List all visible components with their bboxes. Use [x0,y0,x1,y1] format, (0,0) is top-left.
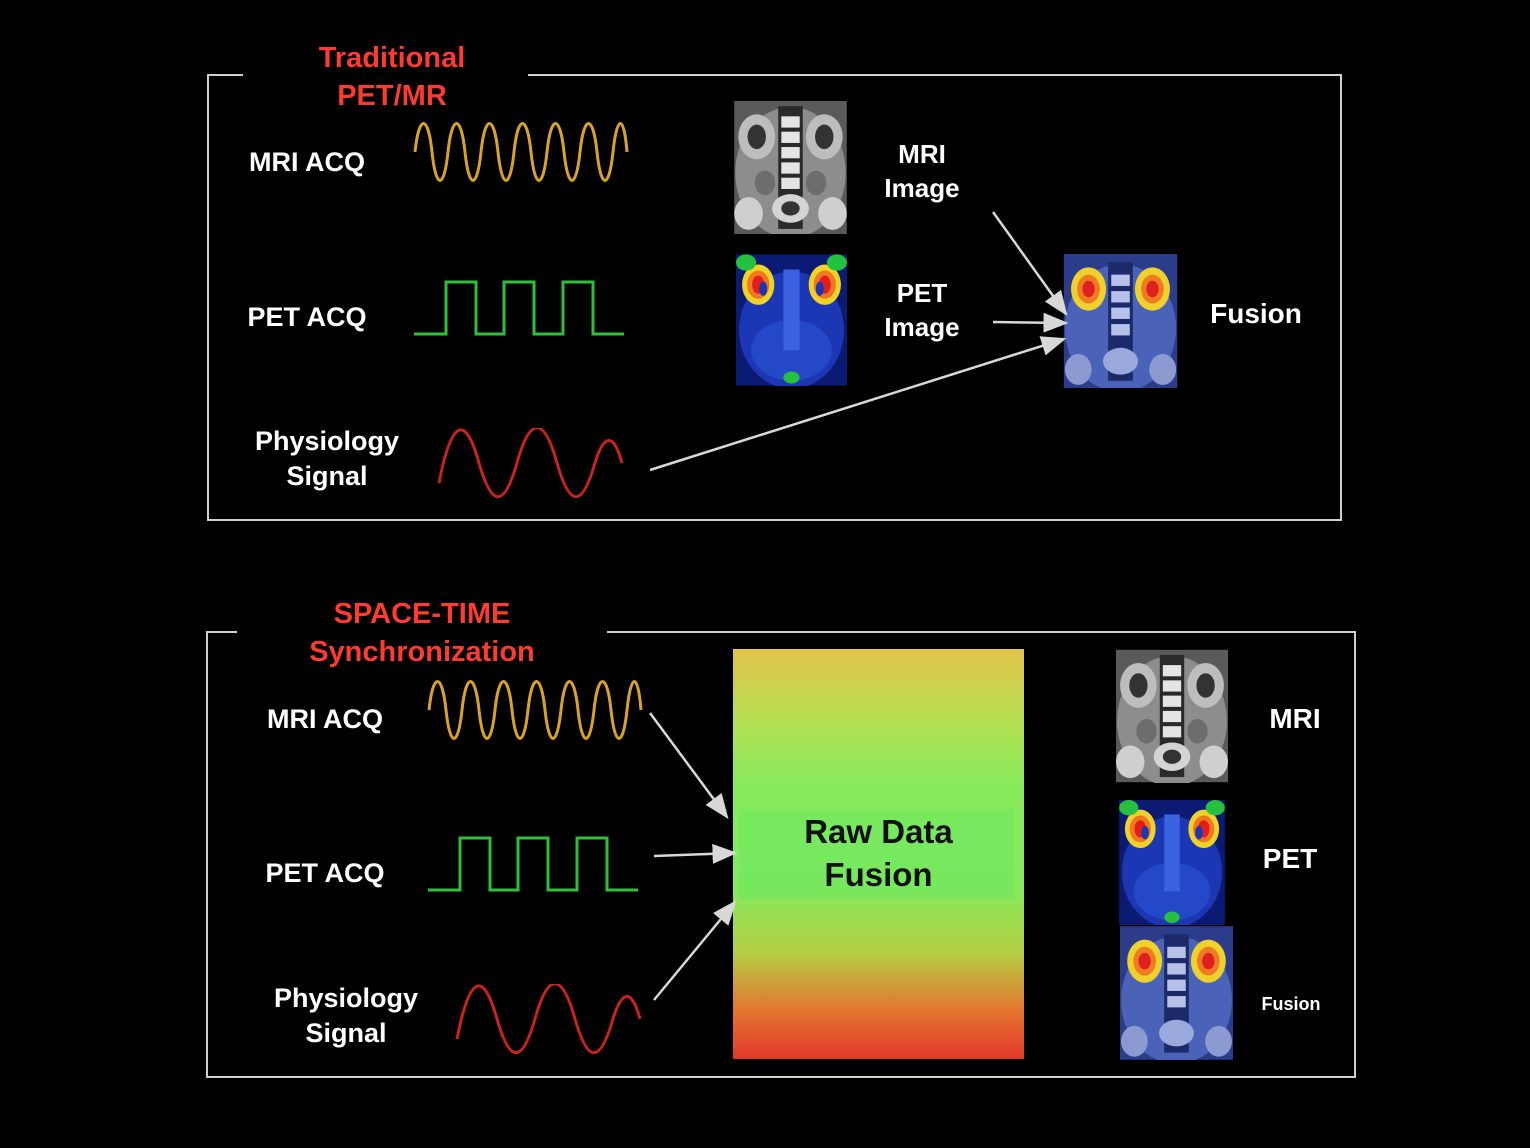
raw-data-fusion-label: Raw Data Fusion [733,811,1024,897]
bottom-fusion-output-thumbnail [1120,926,1233,1060]
top-pet-image-label-line1: PET [896,278,948,308]
top-fusion-label: Fusion [1210,298,1302,329]
bottom-mri-output-thumbnail [1116,649,1228,783]
bottom-pet-output-thumbnail [1119,800,1225,925]
arrow-pet-to-raw-fusion [653,843,738,864]
top-mri-waveform [413,122,629,182]
bottom-panel-title-gap [237,626,607,634]
top-mri-image-label: MRI Image [862,138,982,206]
bottom-pet-acq-label: PET ACQ [265,858,385,888]
top-panel-title-gap [243,69,528,77]
raw-data-fusion-highlight [739,809,1014,899]
arrow-physiology-to-fusion [649,336,1067,472]
raw-data-fusion-line1: Raw Data [804,813,953,850]
top-pet-acq-label: PET ACQ [247,302,367,332]
top-panel-title-line2: PET/MR [337,79,447,112]
top-pet-image-label: PET Image [862,277,982,345]
top-mri-image-label-line2: Image [884,172,960,203]
top-physiology-label-line2: Signal [286,461,368,492]
bottom-panel-title: SPACE-TIME Synchronization [272,596,572,671]
bottom-mri-acq-label: MRI ACQ [267,704,383,734]
bottom-physiology-waveform [455,984,642,1054]
top-panel-title: Traditional PET/MR [262,40,522,115]
top-mri-acq-label: MRI ACQ [249,147,365,177]
arrow-mri-to-raw-fusion [648,712,729,820]
bottom-physiology-signal-label: Physiology Signal [256,981,436,1051]
bottom-panel-title-line1: SPACE-TIME [333,598,511,630]
top-pet-waveform [414,280,624,336]
arrow-pet-to-fusion [992,312,1069,333]
bottom-physiology-label-line2: Signal [305,1018,387,1049]
bottom-pet-waveform [428,836,638,892]
top-mri-image-label-line1: MRI [898,139,946,169]
bottom-mri-waveform [427,680,643,740]
arrow-mri-to-fusion [991,211,1068,317]
bottom-pet-output-label: PET [1262,843,1318,874]
bottom-panel-border [206,631,1356,1078]
top-pet-image-label-line2: Image [884,311,960,342]
top-physiology-label-line1: Physiology [254,426,400,456]
top-panel-title-line1: Traditional [318,42,466,74]
bottom-physiology-label-line1: Physiology [273,983,419,1013]
bottom-panel-title-line2: Synchronization [309,635,535,668]
top-physiology-waveform [437,428,624,498]
raw-data-fusion-line2: Fusion [824,855,933,893]
arrow-physiology-to-raw-fusion [653,900,737,1001]
bottom-mri-output-label: MRI [1269,703,1321,734]
top-physiology-signal-label: Physiology Signal [237,424,417,494]
top-panel-border [207,74,1342,521]
bottom-fusion-output-label: Fusion [1261,994,1321,1014]
